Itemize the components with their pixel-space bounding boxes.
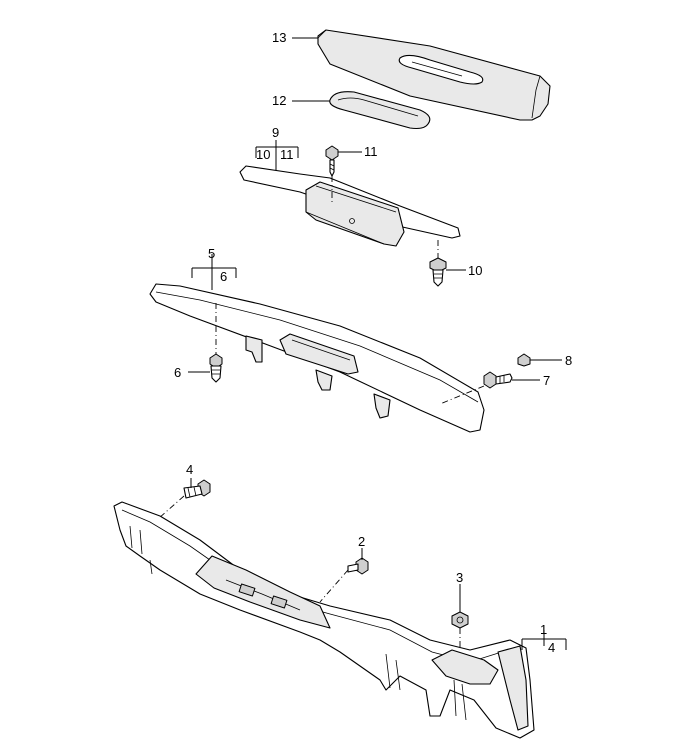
callout-6: 6: [174, 365, 181, 380]
part-13-sill-cover: [317, 29, 551, 121]
callout-10: 10: [468, 263, 482, 278]
part-4-pin: [183, 479, 211, 499]
part-12-lens: [329, 91, 431, 130]
callout-3: 3: [456, 570, 463, 585]
part-1-carrier: [113, 501, 535, 739]
callout-4: 4: [186, 462, 193, 477]
part-2-screw: [347, 557, 369, 575]
callout-11: 11: [364, 144, 378, 159]
callout-7: 7: [543, 373, 550, 388]
callout-2: 2: [358, 534, 365, 549]
callout-9: 9: [272, 125, 279, 140]
callout-1: 1: [540, 622, 547, 637]
part-5-trim-panel: [149, 283, 485, 433]
callout-6-sub: 6: [220, 269, 227, 284]
callout-10-sub: 10: [256, 147, 270, 162]
part-6-clip: [209, 353, 223, 383]
part-9-housing: [239, 165, 461, 247]
part-10-clip: [429, 257, 447, 287]
part-11-screw: [325, 145, 339, 177]
callout-11-sub: 11: [280, 147, 294, 162]
callout-8: 8: [565, 353, 572, 368]
callout-12: 12: [272, 93, 286, 108]
callout-4-sub: 4: [548, 640, 555, 655]
part-7-screw: [483, 371, 513, 389]
part-3-nut: [451, 611, 469, 629]
part-8-cap: [517, 353, 531, 367]
callout-13: 13: [272, 30, 286, 45]
callout-5: 5: [208, 246, 215, 261]
